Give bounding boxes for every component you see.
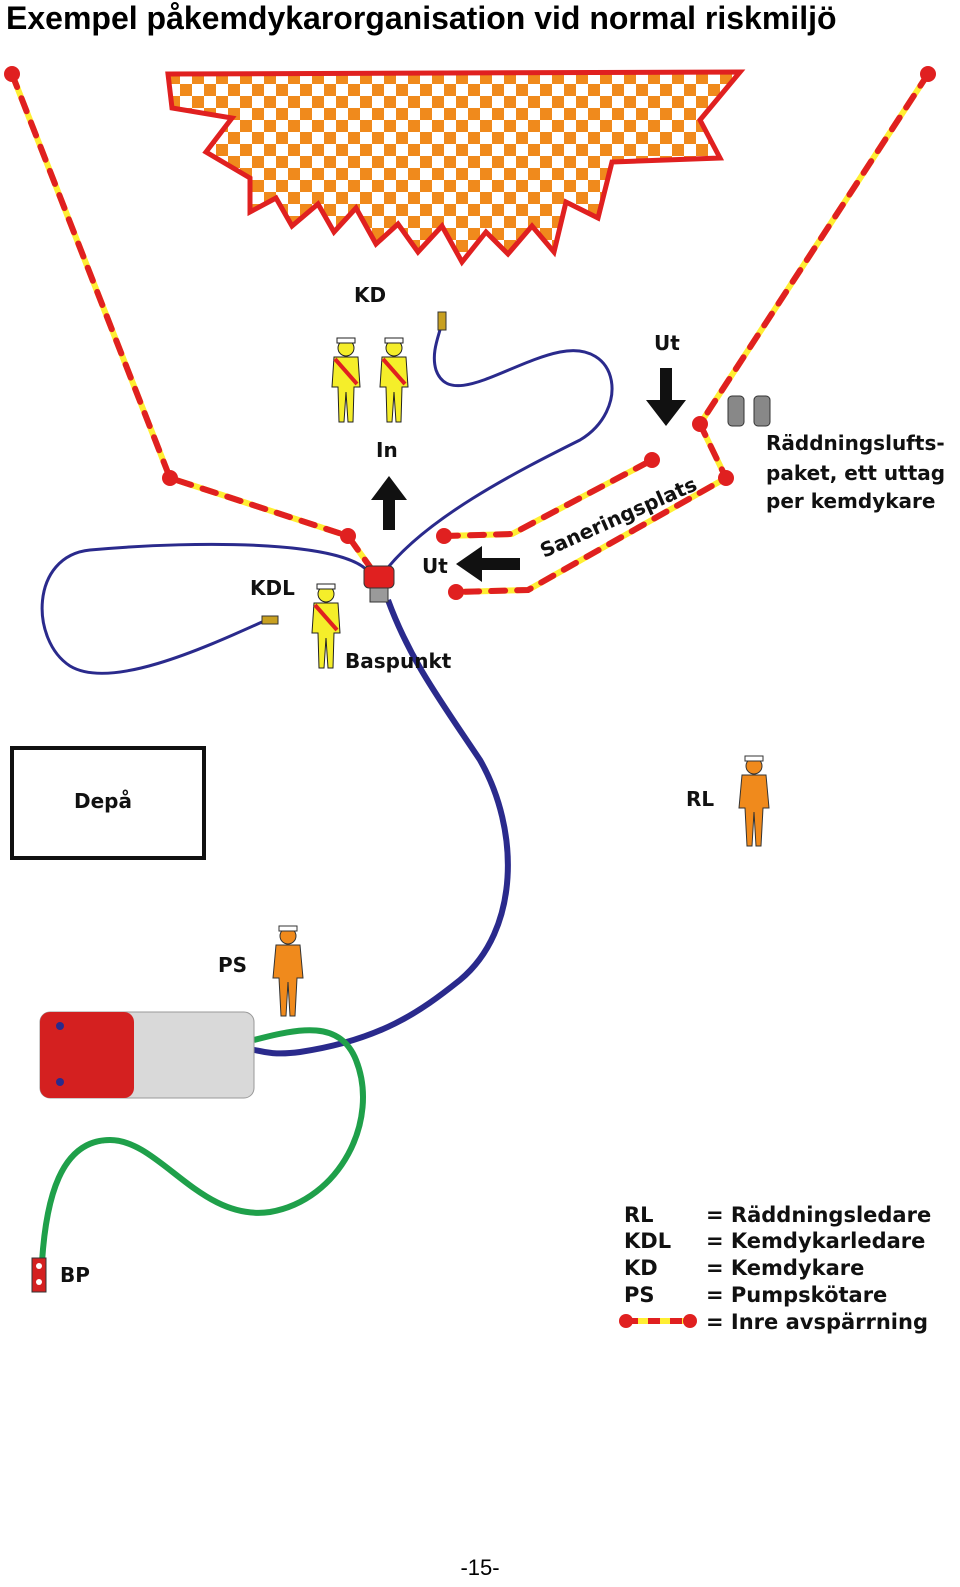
label-kdl: KDL bbox=[250, 576, 295, 600]
label-bp: BP bbox=[60, 1263, 90, 1287]
legend-abbr-kdl: KDL bbox=[624, 1229, 671, 1253]
breathing-hoses bbox=[40, 319, 614, 1057]
label-baspunkt: Baspunkt bbox=[345, 649, 452, 673]
label-air-line3: per kemdykare bbox=[766, 489, 935, 513]
legend-desc-cordon: = Inre avspärrning bbox=[706, 1310, 928, 1334]
legend-desc-ps: = Pumpskötare bbox=[706, 1283, 887, 1307]
kdl-leader-icon bbox=[310, 582, 342, 670]
label-ut-top: Ut bbox=[654, 331, 680, 355]
legend: RL = Räddningsledare KDL = Kemdykarledar… bbox=[619, 1203, 931, 1334]
hose-coupling-icon bbox=[261, 615, 279, 625]
page-number: -15- bbox=[460, 1555, 500, 1580]
legend-abbr-kd: KD bbox=[624, 1256, 658, 1280]
baspunkt-device-icon bbox=[363, 565, 395, 603]
label-in: In bbox=[376, 438, 398, 462]
label-ut-side: Ut bbox=[422, 554, 448, 578]
kd-diver-icon bbox=[330, 336, 362, 424]
legend-desc-rl: = Räddningsledare bbox=[706, 1203, 931, 1227]
hydrant-icon bbox=[31, 1257, 47, 1293]
fire-truck-icon bbox=[39, 1011, 255, 1099]
legend-abbr-rl: RL bbox=[624, 1203, 654, 1227]
depa-box bbox=[10, 746, 206, 860]
arrow-in-icon bbox=[371, 476, 407, 530]
legend-desc-kdl: = Kemdykarledare bbox=[706, 1229, 925, 1253]
hazard-zone bbox=[165, 69, 746, 267]
hose-coupling-icon bbox=[437, 311, 447, 331]
pump-hose bbox=[39, 1027, 366, 1263]
label-kd-group: KD bbox=[354, 283, 386, 307]
label-depa: Depå bbox=[74, 789, 132, 813]
air-cylinders-icon bbox=[727, 395, 771, 427]
legend-cordon-symbol bbox=[619, 1314, 697, 1328]
kd-diver-icon bbox=[378, 336, 410, 424]
arrow-out-left-icon bbox=[456, 546, 520, 582]
label-ps: PS bbox=[218, 953, 247, 977]
legend-desc-kd: = Kemdykare bbox=[706, 1256, 864, 1280]
cordon-posts bbox=[4, 66, 936, 600]
arrow-out-down-icon bbox=[646, 368, 686, 426]
legend-abbr-ps: PS bbox=[624, 1283, 655, 1307]
label-air-line1: Räddningslufts- bbox=[766, 431, 945, 455]
ps-person-icon bbox=[272, 925, 304, 1017]
label-air-line2: paket, ett uttag bbox=[766, 461, 945, 485]
page-title: Exempel påkemdykarorganisation vid norma… bbox=[6, 0, 837, 36]
rl-person-icon bbox=[738, 755, 770, 847]
label-rl: RL bbox=[686, 787, 714, 811]
label-saneringsplats: Saneringsplats bbox=[536, 472, 700, 563]
